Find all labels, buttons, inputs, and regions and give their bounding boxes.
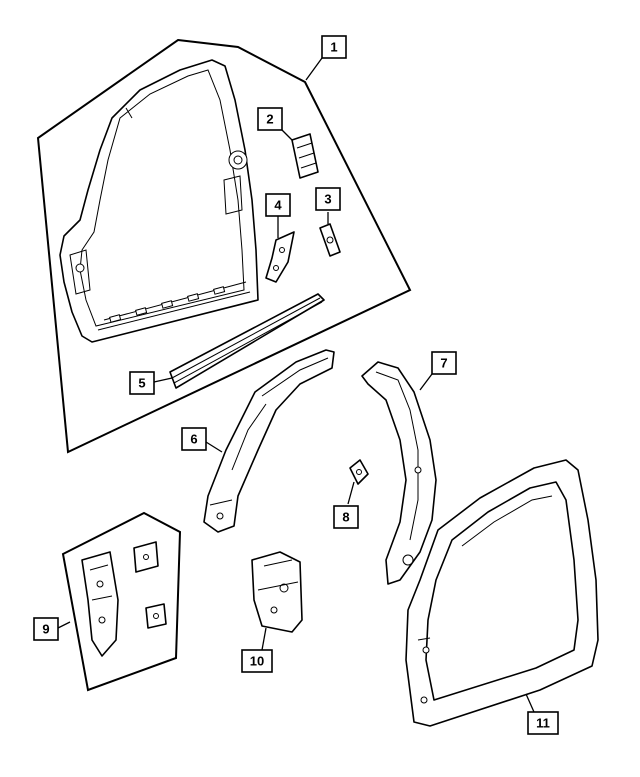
callout-7-label: 7: [440, 356, 447, 371]
assembly-group-outline-1: [36, 38, 412, 454]
leader-lines: [57, 57, 535, 713]
callout-10-label: 10: [250, 654, 264, 669]
part-11-body-side-outer: [405, 459, 599, 727]
callout-4-label: 4: [274, 198, 282, 213]
callout-11: 11: [527, 711, 559, 735]
callout-1-label: 1: [330, 40, 337, 55]
callout-3: 3: [315, 187, 341, 211]
part-6-pillar-inner: [203, 349, 335, 533]
callout-2-label: 2: [266, 112, 273, 127]
part-4-reinforcement: [265, 231, 295, 283]
part-1-body-side-inner: [59, 59, 259, 343]
part-8-gusset: [349, 459, 369, 485]
part-5-rocker-strip: [169, 293, 325, 389]
part-10-lower-bracket: [251, 551, 303, 633]
callout-4: 4: [265, 193, 291, 217]
callout-8: 8: [333, 505, 359, 529]
part-2-bracket: [291, 133, 319, 179]
callout-6: 6: [181, 427, 207, 451]
callout-6-label: 6: [190, 432, 197, 447]
callout-1: 1: [321, 35, 347, 59]
callout-9: 9: [33, 617, 59, 641]
callout-11-label: 11: [536, 716, 550, 731]
callout-8-label: 8: [342, 510, 349, 525]
part-3-plate: [319, 223, 341, 257]
part-9-inner-brackets: [81, 541, 167, 657]
callout-10: 10: [241, 649, 273, 673]
callout-5: 5: [129, 371, 155, 395]
callout-2: 2: [257, 107, 283, 131]
callout-9-label: 9: [42, 622, 49, 637]
part-7-pillar-rear: [361, 361, 437, 585]
callout-5-label: 5: [138, 376, 145, 391]
assembly-group-outline-9: [61, 511, 182, 692]
callout-7: 7: [431, 351, 457, 375]
callout-3-label: 3: [324, 192, 331, 207]
